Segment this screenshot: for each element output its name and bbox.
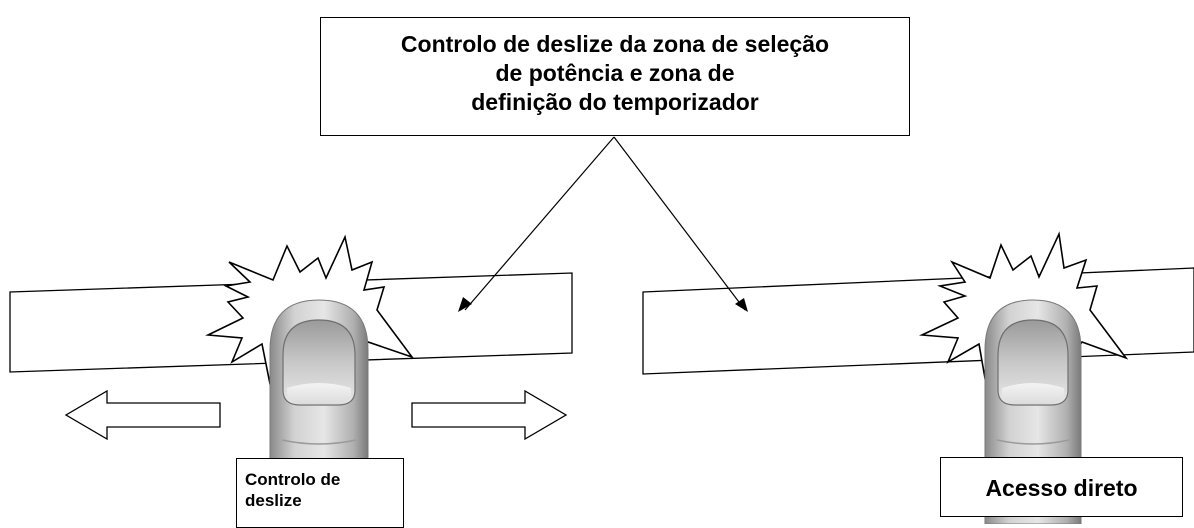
callout-slide-zone-description: Controlo de deslize da zona de seleção d… (320, 17, 910, 136)
label-line: deslize (245, 491, 302, 510)
pointer-arrowhead-left (458, 297, 472, 312)
callout-line: de potência e zona de (495, 60, 735, 86)
label-slide-control: Controlo de deslize (236, 458, 404, 528)
label-direct-access: Acesso direto (940, 457, 1183, 517)
label-line: Controlo de (245, 470, 341, 489)
left-arrow-icon (64, 389, 221, 441)
callout-line: definição do temporizador (471, 89, 759, 115)
pointer-arrowhead-right (735, 298, 748, 312)
right-arrow-icon (411, 389, 568, 441)
callout-pointer (464, 136, 746, 311)
callout-line: Controlo de deslize da zona de seleção (400, 31, 830, 57)
